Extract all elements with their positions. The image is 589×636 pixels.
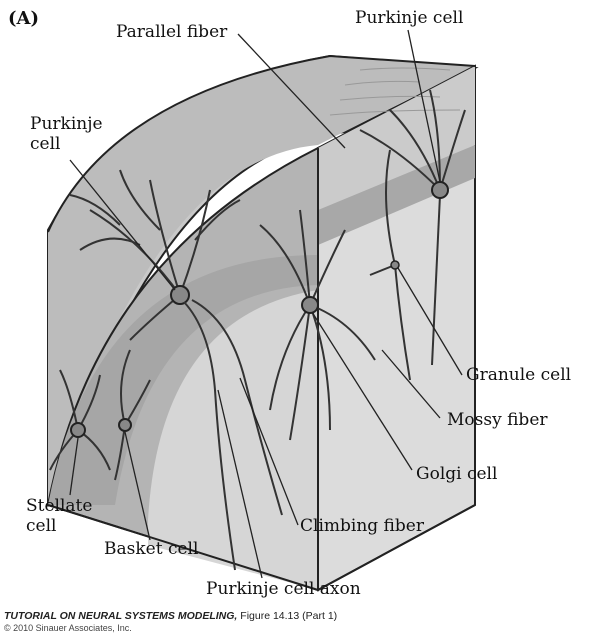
label-purkinje-left-1: Purkinje: [30, 114, 103, 134]
granule-soma: [391, 261, 399, 269]
label-granule-cell: Granule cell: [466, 365, 571, 385]
stellate-soma: [71, 423, 85, 437]
label-mossy-fiber: Mossy fiber: [447, 410, 548, 430]
figure-caption: TUTORIAL ON NEURAL SYSTEMS MODELING, Fig…: [4, 610, 337, 622]
label-purkinje-axon: Purkinje cell axon: [206, 579, 361, 599]
basket-soma: [119, 419, 131, 431]
caption-title: TUTORIAL ON NEURAL SYSTEMS MODELING,: [4, 610, 237, 622]
label-climbing-fiber: Climbing fiber: [300, 516, 424, 536]
panel-label: (A): [8, 8, 39, 29]
label-stellate-1: Stellate: [26, 496, 92, 516]
purkinje-soma-right: [432, 182, 448, 198]
label-stellate-2: cell: [26, 516, 56, 536]
golgi-soma: [302, 297, 318, 313]
label-basket-cell: Basket cell: [104, 539, 198, 559]
copyright: © 2010 Sinauer Associates, Inc.: [4, 623, 132, 633]
label-golgi-cell: Golgi cell: [416, 464, 497, 484]
label-purkinje-cell-top: Purkinje cell: [355, 8, 463, 28]
label-purkinje-left-2: cell: [30, 134, 60, 154]
caption-figure: Figure 14.13 (Part 1): [240, 610, 337, 622]
label-parallel-fiber: Parallel fiber: [116, 22, 227, 42]
